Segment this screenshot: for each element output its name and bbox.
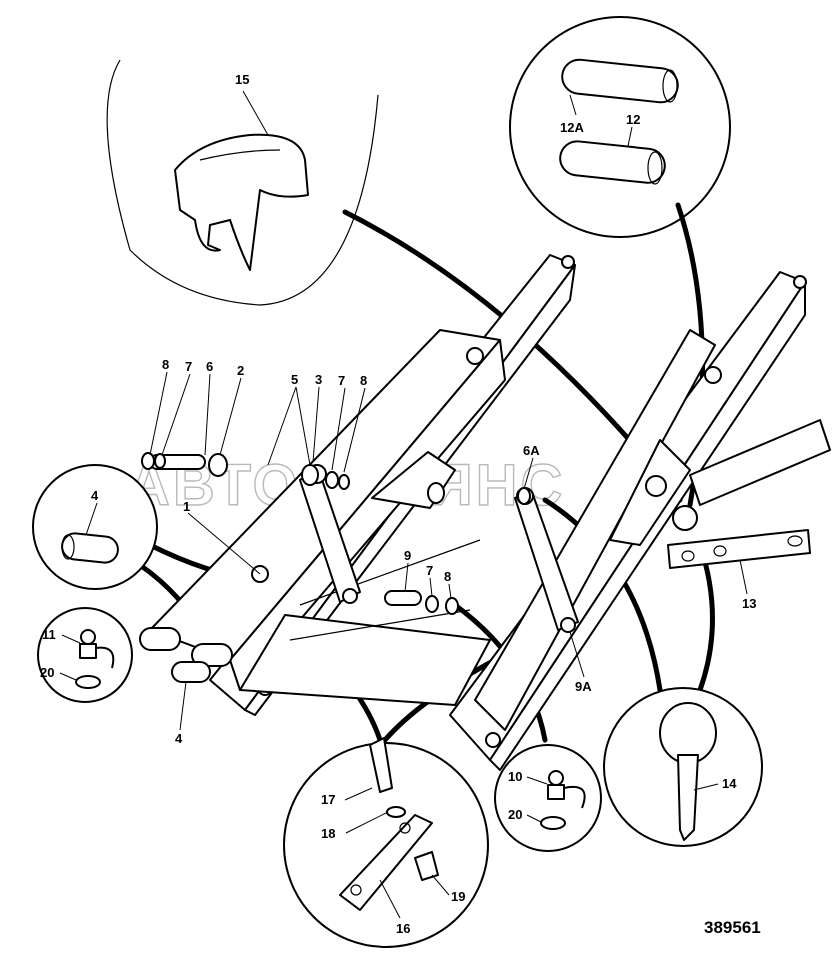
callout-7b: 7 xyxy=(338,373,345,388)
callout-12: 12 xyxy=(626,112,640,127)
hydraulic-ram xyxy=(672,419,831,531)
callout-7: 7 xyxy=(185,359,192,374)
callout-8b: 8 xyxy=(360,373,367,388)
callout-5: 5 xyxy=(291,372,298,387)
callout-4: 4 xyxy=(91,488,99,503)
callout-6a: 6A xyxy=(523,443,540,458)
callout-12a: 12A xyxy=(560,120,584,135)
callout-13: 13 xyxy=(742,596,756,611)
callout-15: 15 xyxy=(235,72,249,87)
figure-number: 389561 xyxy=(704,918,761,937)
callout-8c: 8 xyxy=(444,569,451,584)
pins-washers xyxy=(139,452,531,683)
right-loader-arm xyxy=(449,271,807,771)
callout-20: 20 xyxy=(40,665,54,680)
detail-circle-4 xyxy=(32,464,158,590)
callout-10: 10 xyxy=(508,769,522,784)
callout-8: 8 xyxy=(162,357,169,372)
detail-circle-10 xyxy=(494,744,602,852)
callout-2: 2 xyxy=(237,363,244,378)
detail-circle-14 xyxy=(603,687,763,847)
callout-20b: 20 xyxy=(508,807,522,822)
callout-leaders xyxy=(59,90,748,919)
detail-circle-11 xyxy=(37,607,133,703)
callout-19: 19 xyxy=(451,889,465,904)
bracket-13 xyxy=(667,529,811,569)
cross-tube xyxy=(239,539,491,706)
callout-labels: 15 12A 12 8 7 6 2 5 3 7 8 6A 1 4 9 7 8 1… xyxy=(40,72,756,936)
callout-17: 17 xyxy=(321,792,335,807)
detail-circle-15 xyxy=(106,59,379,306)
detail-circle-12 xyxy=(509,16,731,238)
detail-circle-16 xyxy=(283,737,489,948)
callout-11: 11 xyxy=(42,627,56,642)
callout-7c: 7 xyxy=(426,563,433,578)
callout-6: 6 xyxy=(206,359,213,374)
callout-3: 3 xyxy=(315,372,322,387)
callout-4b: 4 xyxy=(175,731,183,746)
callout-14: 14 xyxy=(722,776,737,791)
callout-9a: 9A xyxy=(575,679,592,694)
callout-1: 1 xyxy=(183,499,190,514)
callout-18: 18 xyxy=(321,826,335,841)
callout-9: 9 xyxy=(404,548,411,563)
callout-16: 16 xyxy=(396,921,410,936)
